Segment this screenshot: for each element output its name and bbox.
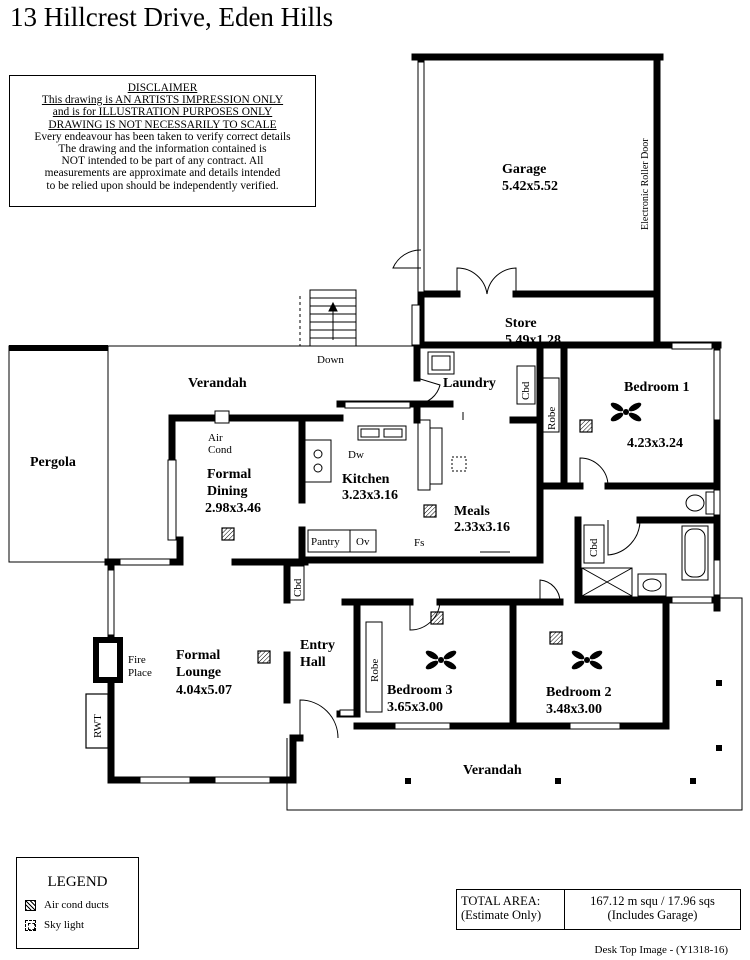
pantry-label: Pantry	[311, 536, 340, 548]
minor-labels: Electronic Roller Door Down Air Cond Dw …	[92, 138, 651, 738]
verandah-top-name: Verandah	[188, 376, 247, 391]
roller-door-label: Electronic Roller Door	[640, 138, 651, 230]
formal-lounge-size: 4.04x5.07	[176, 683, 232, 698]
garage-size: 5.42x5.52	[502, 179, 558, 194]
disclaimer-line: NOT intended to be part of any contract.…	[61, 155, 264, 168]
fireplace	[93, 637, 123, 683]
doors	[299, 249, 641, 739]
disclaimer-line: This drawing is AN ARTISTS IMPRESSION ON…	[41, 94, 284, 107]
entry-cbd-label: Cbd	[292, 578, 304, 597]
garage-name: Garage	[502, 162, 546, 177]
total-area-value: 167.12 m squ / 17.96 sqs (Includes Garag…	[565, 890, 740, 929]
legend-label: Sky light	[44, 919, 85, 931]
stairs	[309, 289, 357, 347]
legend-title: LEGEND	[47, 874, 108, 890]
bedroom1-robe-label: Robe	[546, 407, 558, 430]
disclaimer-line: The drawing and the information containe…	[58, 143, 267, 156]
legend-item-air-cond: Air cond ducts	[25, 899, 138, 911]
windows	[107, 61, 721, 784]
bedroom3-name: Bedroom 3	[387, 683, 452, 698]
total-area-label: TOTAL AREA: (Estimate Only)	[457, 890, 565, 929]
verandah-bottom-name: Verandah	[463, 763, 522, 778]
sky-light-icon	[25, 919, 36, 931]
property-title: 13 Hillcrest Drive, Eden Hills	[10, 2, 334, 32]
oven-label: Ov	[356, 536, 370, 548]
disclaimer-line: to be relied upon should be independentl…	[46, 179, 279, 192]
room-labels: Garage 5.42x5.52 Store 5.49x1.28 Bedroom…	[30, 162, 689, 778]
formal-lounge-name1: Formal	[176, 648, 220, 663]
bedroom3-size: 3.65x3.00	[387, 700, 443, 715]
air-cond-duct-icon	[25, 899, 36, 911]
ensuite-cbd-label: Cbd	[588, 538, 600, 557]
air-cond-ducts	[221, 419, 593, 664]
dishwasher-label: Dw	[348, 449, 364, 461]
fixtures	[289, 351, 715, 713]
formal-lounge-name2: Lounge	[176, 665, 221, 680]
legend-item-sky-light: Sky light	[25, 919, 138, 931]
verandah-posts	[405, 680, 722, 784]
footer-credit: Desk Top Image - (Y1318-16)	[594, 944, 728, 956]
bedroom1-size: 4.23x3.24	[627, 436, 683, 451]
store-size: 5.49x1.28	[505, 333, 561, 348]
disclaimer-line: DRAWING IS NOT NECESSARILY TO SCALE	[48, 118, 277, 131]
laundry-name: Laundry	[443, 376, 496, 391]
entry-hall-name2: Hall	[300, 655, 326, 670]
total-area-label-line: (Estimate Only)	[461, 908, 542, 922]
formal-dining-name2: Dining	[207, 484, 247, 499]
entry-hall-name1: Entry	[300, 638, 335, 653]
bedroom3-robe-label: Robe	[369, 659, 381, 682]
disclaimer-heading: DISCLAIMER	[127, 82, 198, 94]
total-area-box: TOTAL AREA: (Estimate Only) 167.12 m squ…	[456, 889, 741, 930]
bedroom1-name: Bedroom 1	[624, 380, 689, 395]
disclaimer-line: and is for ILLUSTRATION PURPOSES ONLY	[52, 106, 273, 119]
disclaimer-box: DISCLAIMER This drawing is AN ARTISTS IM…	[9, 75, 316, 207]
total-area-value-line: 167.12 m squ / 17.96 sqs	[590, 894, 715, 908]
formal-dining-size: 2.98x3.46	[205, 501, 261, 516]
rwt-label: RWT	[92, 714, 104, 738]
fireplace-label2: Place	[128, 667, 152, 679]
disclaimer-line: measurements are approximate and details…	[44, 167, 281, 180]
disclaimer-line: Every endeavour has been taken to verify…	[34, 130, 291, 143]
pergola-beam	[9, 345, 108, 351]
meals-size: 2.33x3.16	[454, 520, 510, 535]
total-area-value-line: (Includes Garage)	[607, 908, 698, 922]
fridge-space-label: Fs	[414, 537, 424, 549]
pergola-outline	[8, 345, 109, 563]
fireplace-label1: Fire	[128, 654, 146, 666]
laundry-cbd-label: Cbd	[520, 381, 532, 400]
legend-label: Air cond ducts	[44, 899, 109, 911]
air-cond-label2: Cond	[208, 444, 232, 456]
formal-dining-name1: Formal	[207, 467, 251, 482]
down-label: Down	[317, 354, 344, 366]
rainwater-tank	[85, 693, 109, 749]
store-name: Store	[505, 316, 537, 331]
air-cond-label1: Air	[208, 432, 223, 444]
pergola-name: Pergola	[30, 455, 76, 470]
ceiling-fans	[425, 402, 642, 670]
kitchen-name: Kitchen	[342, 472, 390, 487]
meals-name: Meals	[454, 504, 490, 519]
bedroom2-name: Bedroom 2	[546, 685, 611, 700]
kitchen-size: 3.23x3.16	[342, 488, 398, 503]
legend: LEGEND Air cond ducts Sky light	[16, 857, 139, 949]
total-area-label-line: TOTAL AREA:	[461, 894, 541, 908]
bedroom2-size: 3.48x3.00	[546, 702, 602, 717]
